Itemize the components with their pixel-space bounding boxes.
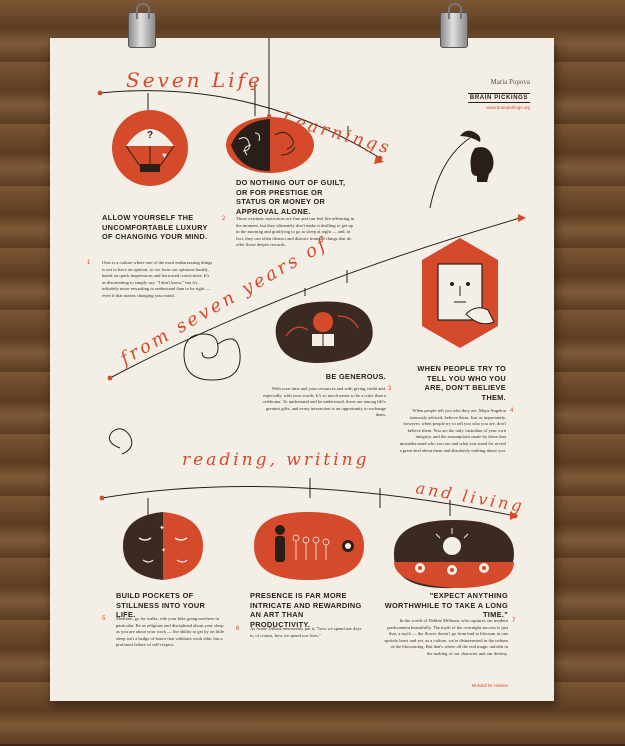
title-dash: - [250,78,260,99]
lesson-1-number: 1 [87,260,91,266]
svg-text:✦: ✦ [161,547,166,554]
lesson-6-body: As Annie Dillard memorably put it, "how … [250,626,362,638]
lesson-2-number: 2 [222,216,226,222]
svg-text:♥: ♥ [162,151,167,160]
poster: Seven Life - Learnings from seven years … [50,38,554,701]
lesson-6-heading: PRESENCE IS FAR MORE INTRICATE AND REWAR… [250,591,362,629]
lesson-5-number: 5 [102,616,106,622]
site-url: www.brainpickings.org [486,105,530,110]
open-book-icon [275,301,373,363]
lesson-3-number: 3 [388,386,392,392]
svg-text:✦: ✦ [159,524,165,532]
lesson-7-body: In the words of Debbie Millman, who capt… [384,618,508,656]
mirror-face-icon [422,238,498,348]
lesson-4-number: 4 [510,408,514,414]
brand-block: Maria Popova BRAIN PICKINGS www.brainpic… [430,78,530,110]
lesson-1-body: Ours is a culture where one of the most … [102,260,213,298]
lesson-5-heading: BUILD POCKETS OF STILLNESS INTO YOUR LIF… [116,591,206,619]
svg-text:?: ? [147,130,153,141]
lesson-1-heading: ALLOW YOURSELF THE UNCOMFORTABLE LUXURY … [102,213,208,241]
author-name: Maria Popova [490,78,530,86]
lesson-2-body: Those extrinsic motivators are fine and … [236,216,355,248]
lesson-5-body: Meditate, go for walks, ride your bike g… [116,616,225,648]
mobile-wires [97,38,526,520]
lesson-2-heading: DO NOTHING OUT OF GUILT, OR FOR PRESTIGE… [236,178,346,216]
lesson-3-heading: BE GENEROUS. [325,372,386,381]
credit-line: Mundial for Holstee [471,683,508,688]
lesson-6-number: 6 [236,626,240,632]
silhouette-crowd-icon [254,512,364,580]
binder-clip-left [128,3,156,48]
title-line-1: Seven Life [126,68,263,92]
brand-logo: BRAIN PICKINGS [467,93,530,103]
binder-clip-right [440,3,468,48]
lesson-4-heading: WHEN PEOPLE TRY TO TELL YOU WHO YOU ARE,… [417,364,506,402]
hot-air-balloon-icon: ? ♥ [112,110,188,186]
lesson-7-number: 7 [512,618,516,624]
lesson-7-heading: "EXPECT ANYTHING WORTHWHILE TO TAKE A LO… [384,591,508,619]
sunrise-flowers-icon [393,520,514,589]
octopus-brain-icon [226,117,314,173]
sleeping-faces-icon: ✦ ✦ [123,512,203,580]
title-line-4: reading, writing [182,450,370,470]
lesson-3-body: With your time and your resources and wi… [262,386,386,418]
lesson-4-body: When people tell you who they are, Maya … [399,408,506,453]
